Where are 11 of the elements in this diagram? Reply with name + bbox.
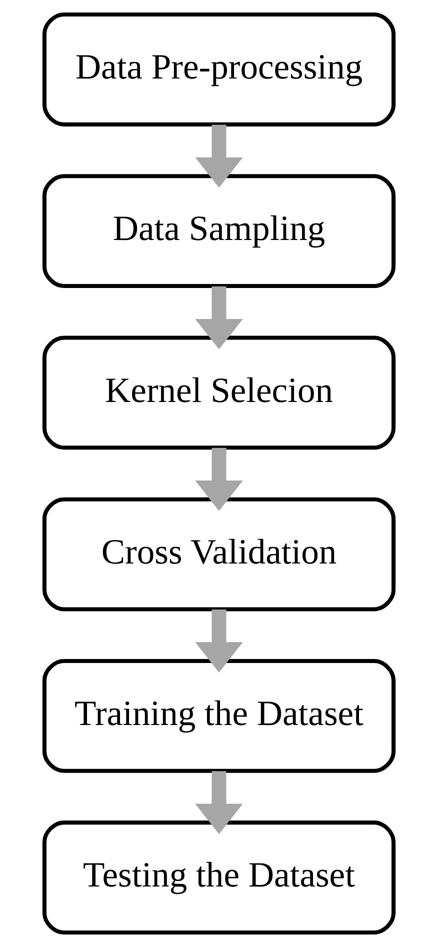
arrow: [194, 610, 242, 672]
node-box: Testing the Dataset: [42, 820, 396, 934]
arrow: [194, 124, 242, 188]
node-box: Data Sampling: [42, 174, 396, 288]
arrow: [194, 771, 242, 834]
node-box: Training the Dataset: [42, 658, 396, 773]
node-box: Data Pre-processing: [42, 12, 396, 126]
node-box: Cross Validation: [42, 497, 396, 612]
arrow: [194, 286, 242, 350]
arrow: [194, 448, 242, 511]
node-box: Kernel Selecion: [42, 336, 396, 450]
